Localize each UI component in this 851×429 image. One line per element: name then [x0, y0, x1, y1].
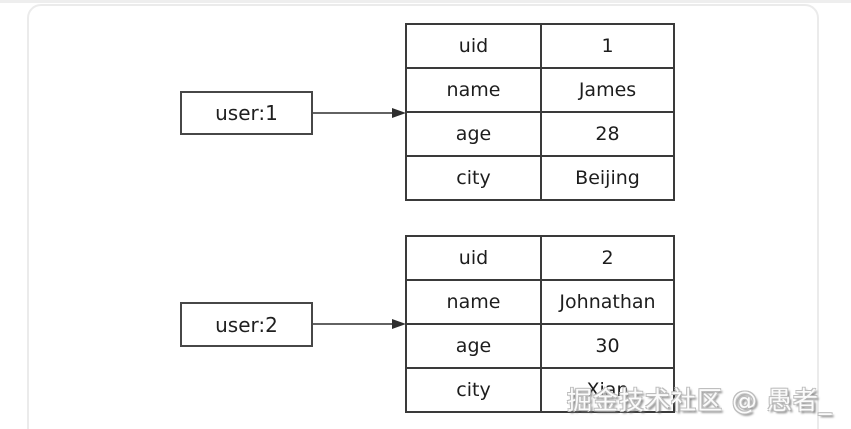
field-cell: name	[405, 279, 542, 325]
field-cell: uid	[405, 23, 542, 69]
field-cell: uid	[405, 235, 542, 281]
table-row: name Johnathan	[405, 279, 675, 325]
value-cell: James	[540, 67, 675, 113]
table-row: city Xian	[405, 367, 675, 413]
field-cell: city	[405, 155, 542, 201]
field-cell: name	[405, 67, 542, 113]
table-row: uid 2	[405, 235, 675, 281]
arrow-right-icon	[313, 108, 406, 118]
table-row: name James	[405, 67, 675, 113]
field-cell: age	[405, 111, 542, 157]
key-box-user2: user:2	[180, 302, 313, 347]
top-divider	[0, 0, 851, 3]
field-cell: age	[405, 323, 542, 369]
field-cell: city	[405, 367, 542, 413]
watermark: 掘金技术社区 @ 愚者_	[567, 386, 833, 415]
hash-table-user1: uid 1 name James age 28 city Beijing	[405, 23, 675, 201]
key-label-user1: user:1	[215, 101, 278, 125]
table-row: age 28	[405, 111, 675, 157]
value-cell: 1	[540, 23, 675, 69]
key-label-user2: user:2	[215, 312, 278, 337]
key-box-user1: user:1	[180, 91, 313, 135]
table-row: city Beijing	[405, 155, 675, 201]
value-cell: 2	[540, 235, 675, 281]
hash-table-user2: uid 2 name Johnathan age 30 city Xian	[405, 235, 675, 413]
value-cell: 28	[540, 111, 675, 157]
value-cell: Beijing	[540, 155, 675, 201]
arrow-right-icon	[313, 319, 406, 329]
value-cell: 30	[540, 323, 675, 369]
table-row: uid 1	[405, 23, 675, 69]
value-cell: Xian	[540, 367, 675, 413]
table-row: age 30	[405, 323, 675, 369]
value-cell: Johnathan	[540, 279, 675, 325]
